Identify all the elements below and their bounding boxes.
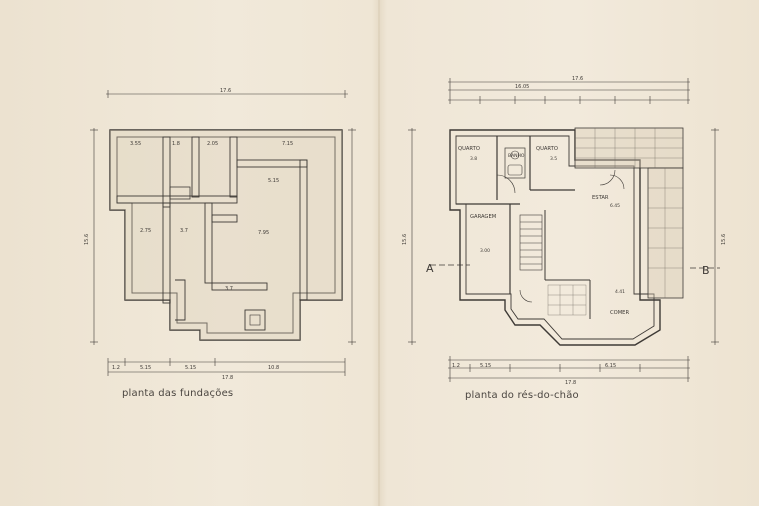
dim-left-r8: 3.7 xyxy=(225,286,233,292)
caption-foundations: planta das fundações xyxy=(122,388,234,399)
room-garagem: GARAGEM xyxy=(470,214,496,220)
dim-left-r9: 5.15 xyxy=(268,178,279,184)
section-mark-a: A xyxy=(426,262,434,275)
dim-right-second: 16.05 xyxy=(515,84,529,90)
dim-left-b-total: 17.8 xyxy=(222,375,233,381)
dim-right-b-total: 17.8 xyxy=(565,380,576,386)
dim-quarto-2: 3.5 xyxy=(550,156,557,162)
room-banho: BANHO xyxy=(508,153,525,159)
dim-left-r5: 2.75 xyxy=(140,228,151,234)
dim-right-b3: 6.15 xyxy=(605,363,616,369)
dim-right-b1: 1.2 xyxy=(452,363,460,369)
caption-ground-floor: planta do rés-do-chão xyxy=(465,390,579,401)
dim-right-side-r: 15.6 xyxy=(721,234,727,245)
dim-quarto-1: 3.8 xyxy=(470,156,477,162)
dim-left-b1: 1.2 xyxy=(112,365,120,371)
dim-comer: 4.41 xyxy=(615,289,625,295)
dim-left-b3: 5.15 xyxy=(185,365,196,371)
dim-garagem: 3.00 xyxy=(480,248,490,254)
dim-left-top: 17.6 xyxy=(220,88,231,94)
dim-left-b-right: 10.8 xyxy=(268,365,279,371)
dim-right-top: 17.6 xyxy=(572,76,583,82)
dim-left-r3: 2.05 xyxy=(207,141,218,147)
dim-estar: 6.45 xyxy=(610,203,620,209)
dim-left-r2: 1.8 xyxy=(172,141,180,147)
dim-left-side: 15.6 xyxy=(84,234,90,245)
page-fold xyxy=(378,0,380,506)
dim-left-r1: 3.55 xyxy=(130,141,141,147)
room-quarto-2: QUARTO xyxy=(536,146,558,152)
section-mark-b: B xyxy=(702,264,710,277)
dim-left-r6: 3.7 xyxy=(180,228,188,234)
dim-right-b2: 5.15 xyxy=(480,363,491,369)
ground-floor-plan xyxy=(408,78,720,382)
dim-left-r7: 7.95 xyxy=(258,230,269,236)
room-quarto-1: QUARTO xyxy=(458,146,480,152)
dim-left-r4: 7.15 xyxy=(282,141,293,147)
dim-left-b2: 5.15 xyxy=(140,365,151,371)
foundation-plan xyxy=(90,90,356,376)
room-comer: COMER xyxy=(610,310,629,316)
room-estar: ESTAR xyxy=(592,195,609,201)
dim-right-side: 15.6 xyxy=(402,234,408,245)
